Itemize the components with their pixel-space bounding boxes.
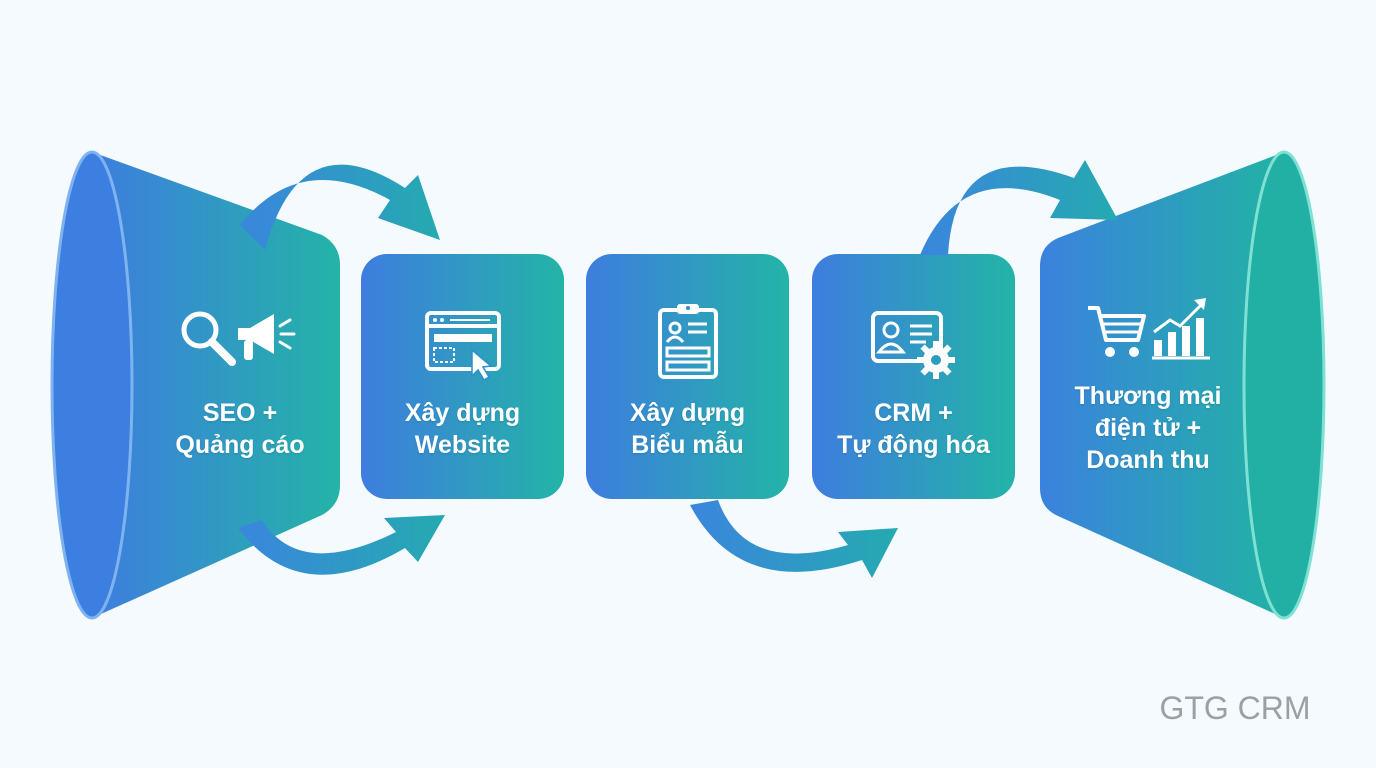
stage-label-ecommerce: Thương mại điện tử + Doanh thu — [1074, 382, 1222, 474]
clipboard-form-icon — [658, 304, 718, 379]
growth-chart-icon — [1152, 298, 1210, 360]
contact-card-gear-icon — [871, 311, 955, 379]
stage-label-seo: SEO + Quảng cáo — [175, 399, 305, 459]
arrow-top-2 — [920, 160, 1118, 255]
watermark: GTG CRM — [1159, 690, 1311, 726]
flow-arrows — [238, 160, 1118, 578]
stage-label-website: Xây dựng Website — [404, 399, 521, 459]
arrow-bottom-1 — [238, 515, 445, 575]
stage-box-crm — [812, 254, 1015, 499]
search-icon — [181, 311, 236, 366]
stage-label-form: Xây dựng Biểu mẫu — [629, 399, 746, 459]
arrow-bottom-2 — [690, 500, 898, 578]
browser-cursor-icon — [425, 311, 501, 380]
arrow-top-1 — [240, 164, 440, 250]
right-funnel — [1040, 150, 1326, 620]
shopping-cart-icon — [1088, 306, 1146, 357]
stage-label-crm: CRM + Tự động hóa — [837, 399, 990, 459]
left-funnel — [50, 150, 340, 620]
stage-box-website — [361, 254, 564, 499]
megaphone-icon — [238, 314, 296, 360]
